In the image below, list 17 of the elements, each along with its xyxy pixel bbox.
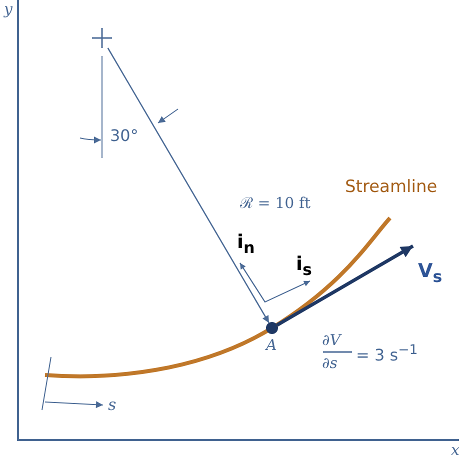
vector-label: V$_{s}$ [418, 262, 442, 285]
fraction-denominator: ∂s [322, 356, 338, 371]
unit-vector-label: i$_{n}$ [237, 233, 255, 256]
angle-label: 30° [110, 128, 138, 144]
vector-arrow [276, 244, 414, 326]
fraction-numerator: ∂V [322, 333, 341, 348]
direction-label: s [108, 397, 116, 413]
streamline-label: Streamline [345, 179, 438, 196]
radius-arrow [107, 48, 270, 324]
edge-label: ℛ = 10 ft [240, 196, 311, 211]
rate-label: = 3 s$^{−1}$ [356, 344, 418, 364]
axis-label: y [4, 2, 12, 17]
axis-label: x [451, 443, 460, 458]
center-cross [92, 28, 112, 48]
unit-vector-label: i$_{s}$ [296, 255, 312, 278]
point-label: A [266, 338, 277, 353]
point-dot [266, 322, 278, 334]
